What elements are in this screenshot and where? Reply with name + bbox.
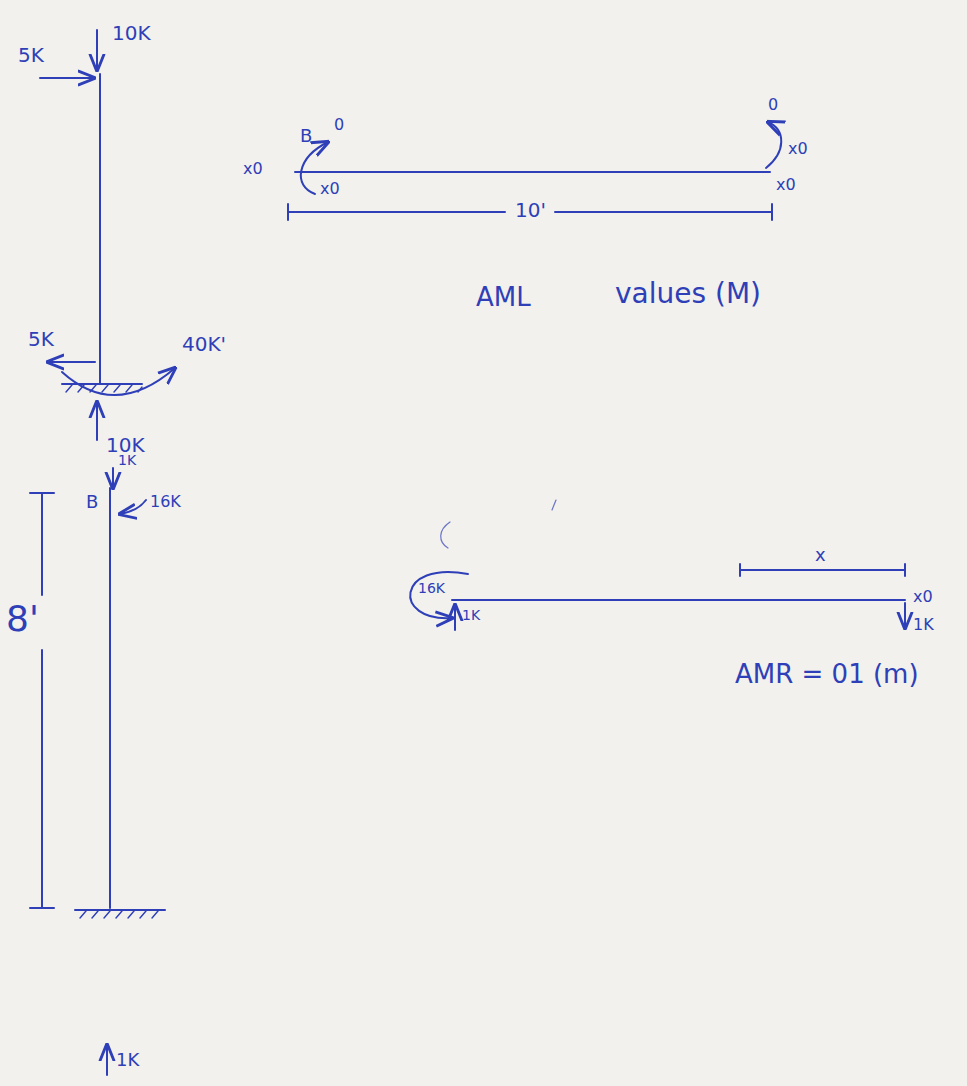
dimension-label: 8' [6, 598, 39, 639]
load-arrow [112, 468, 114, 488]
table-heading: values (M) [615, 278, 761, 310]
fixed-support [75, 909, 165, 911]
load-value: 1K [913, 616, 934, 634]
dimension-tick [287, 204, 289, 220]
dimension-line [288, 211, 505, 213]
moment-value: 16K [418, 580, 445, 596]
beam-name: AML [476, 283, 531, 313]
moment-arrow [766, 122, 781, 168]
dimension-tick [30, 907, 54, 909]
load-value: 5K [18, 44, 44, 67]
dimension-line [41, 493, 43, 595]
reaction-value: 5K [28, 328, 54, 351]
joint-letter: B [86, 492, 98, 513]
end-value: x0 [788, 140, 808, 158]
fixed-support [62, 383, 142, 385]
dimension-line [740, 569, 905, 571]
load-value: 10K [112, 22, 151, 45]
reaction-arrow [454, 605, 456, 630]
load-arrow [96, 30, 98, 70]
end-value: x0 [776, 176, 796, 194]
column-member [99, 74, 101, 384]
end-value: 0 [768, 96, 778, 114]
reaction-arrow [48, 361, 95, 363]
table-heading: AMR = 01 (m) [735, 660, 919, 690]
load-arrow [40, 77, 94, 79]
dimension-tick [739, 564, 741, 576]
load-value: 1K [118, 452, 136, 468]
beam-member [452, 599, 905, 601]
dimension-label: x [815, 545, 826, 566]
moment-arrow [62, 368, 175, 395]
load-arrow [904, 603, 906, 628]
joint-letter: B [300, 126, 312, 147]
stray-mark [552, 500, 556, 510]
end-value: 0 [334, 116, 344, 134]
moment-value: 16K [150, 493, 181, 511]
moment-arrow [410, 572, 468, 618]
moment-arrow [120, 500, 146, 514]
dimension-line [555, 211, 772, 213]
end-value: x0 [320, 180, 340, 198]
moment-value: 40K' [182, 333, 226, 356]
dimension-line [41, 650, 43, 908]
support-hatch [80, 911, 158, 918]
beam-member [295, 171, 770, 173]
dimension-label: 10' [512, 199, 549, 222]
reaction-value: 1K [116, 1050, 139, 1071]
support-hatch [66, 385, 142, 392]
dimension-tick [904, 564, 906, 576]
reaction-value: 1K [462, 607, 480, 623]
end-value: x0 [243, 160, 263, 178]
column-member [109, 488, 111, 908]
dimension-tick [30, 492, 54, 494]
end-value: x0 [913, 588, 933, 606]
dimension-tick [771, 204, 773, 220]
stray-mark [441, 522, 450, 548]
reaction-arrow [96, 402, 98, 440]
reaction-arrow [106, 1045, 108, 1075]
